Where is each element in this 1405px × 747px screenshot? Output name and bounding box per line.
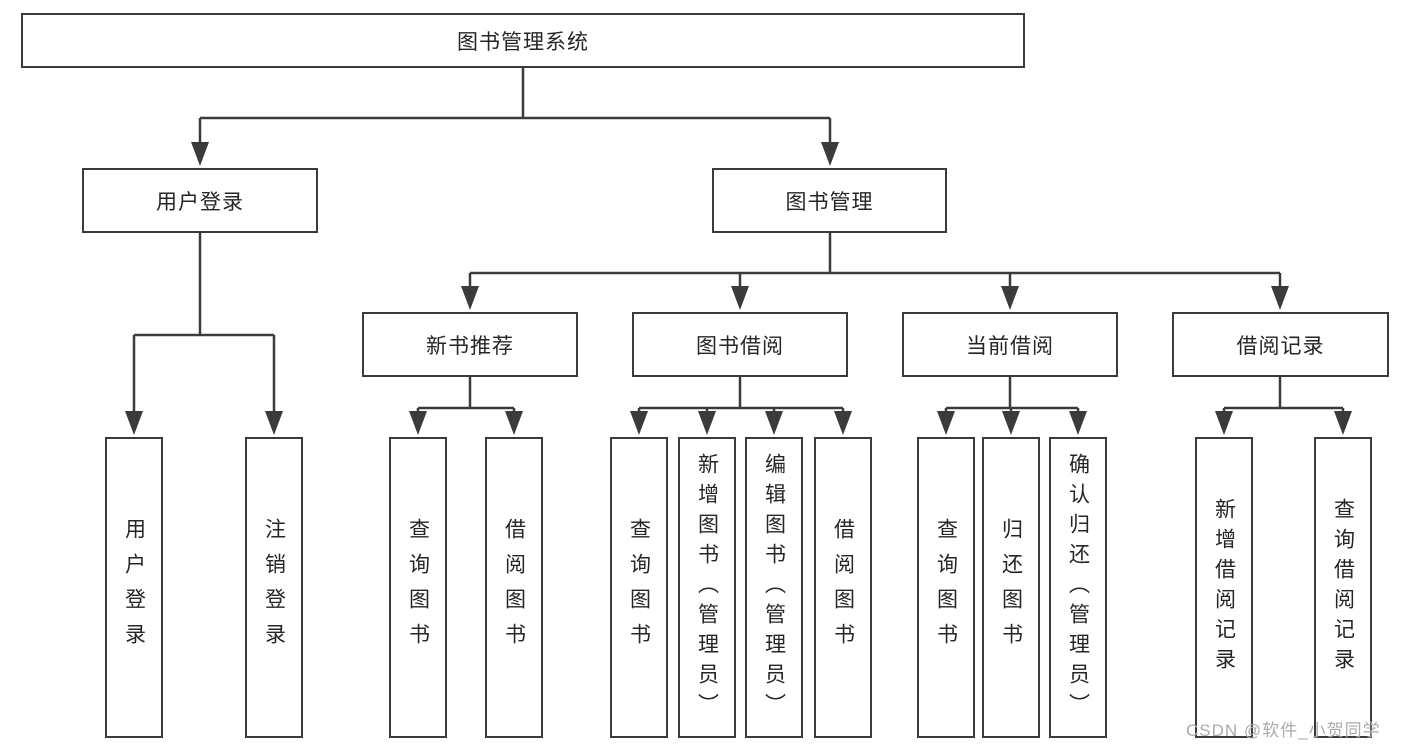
arrowhead-leaf-add-book xyxy=(698,411,716,435)
node-book-borrowing: 图书借阅 xyxy=(632,312,848,377)
node-user-login: 用户登录 xyxy=(82,168,318,233)
csdn-watermark: CSDN @软件_小贺同学 xyxy=(1186,721,1381,740)
arrowhead-leaf-return-book xyxy=(1002,411,1020,435)
arrowhead-leaf-query-books-1 xyxy=(409,411,427,435)
node-leaf-borrow-books: 借阅图书 xyxy=(814,437,872,738)
node-leaf-borrow-books-recommend: 借阅图书 xyxy=(485,437,543,738)
node-leaf-query-books-borrowing: 查询图书 xyxy=(610,437,668,738)
arrowhead-leaf-add-record xyxy=(1215,411,1233,435)
node-leaf-user-login: 用户登录 xyxy=(105,437,163,738)
node-book-management: 图书管理 xyxy=(712,168,947,233)
connector-book-management-branch xyxy=(468,233,1282,288)
arrowhead-user-login xyxy=(191,142,209,166)
connector-new-book-branch xyxy=(416,377,516,413)
arrowhead-leaf-borrow-books-2 xyxy=(834,411,852,435)
node-leaf-query-borrow-record: 查询借阅记录 xyxy=(1314,437,1372,738)
node-leaf-edit-book-admin: 编辑图书（管理员） xyxy=(745,437,803,738)
node-leaf-query-books-current: 查询图书 xyxy=(917,437,975,738)
arrowheads xyxy=(125,142,1352,435)
connector-book-borrowing-branch xyxy=(637,377,845,413)
arrowhead-new-book xyxy=(461,286,479,310)
node-leaf-return-book: 归还图书 xyxy=(982,437,1040,738)
node-new-book-recommendation: 新书推荐 xyxy=(362,312,578,377)
node-leaf-logout: 注销登录 xyxy=(245,437,303,738)
connector-root-to-level2 xyxy=(198,68,832,144)
arrowhead-leaf-borrow-books-1 xyxy=(505,411,523,435)
node-leaf-confirm-return-admin: 确认归还（管理员） xyxy=(1049,437,1107,738)
node-leaf-query-books-recommend: 查询图书 xyxy=(389,437,447,738)
arrowhead-leaf-query-record xyxy=(1334,411,1352,435)
node-current-borrowing: 当前借阅 xyxy=(902,312,1118,377)
connector-current-borrowing-branch xyxy=(944,377,1080,413)
arrowhead-leaf-user-login xyxy=(125,411,143,435)
node-library-management-system: 图书管理系统 xyxy=(21,13,1025,68)
arrowhead-book-management xyxy=(821,142,839,166)
node-leaf-add-book-admin: 新增图书（管理员） xyxy=(678,437,736,738)
connector-user-login-branch xyxy=(132,233,276,413)
arrowhead-borrowing-records xyxy=(1271,286,1289,310)
arrowhead-leaf-confirm-return xyxy=(1069,411,1087,435)
arrowhead-leaf-query-books-2 xyxy=(630,411,648,435)
node-borrowing-records: 借阅记录 xyxy=(1172,312,1389,377)
arrowhead-leaf-query-books-3 xyxy=(937,411,955,435)
connector-borrowing-records-branch xyxy=(1222,377,1345,413)
arrowhead-current-borrowing xyxy=(1001,286,1019,310)
arrowhead-leaf-edit-book xyxy=(765,411,783,435)
arrowhead-leaf-logout xyxy=(265,411,283,435)
arrowhead-book-borrowing xyxy=(731,286,749,310)
node-leaf-add-borrow-record: 新增借阅记录 xyxy=(1195,437,1253,738)
